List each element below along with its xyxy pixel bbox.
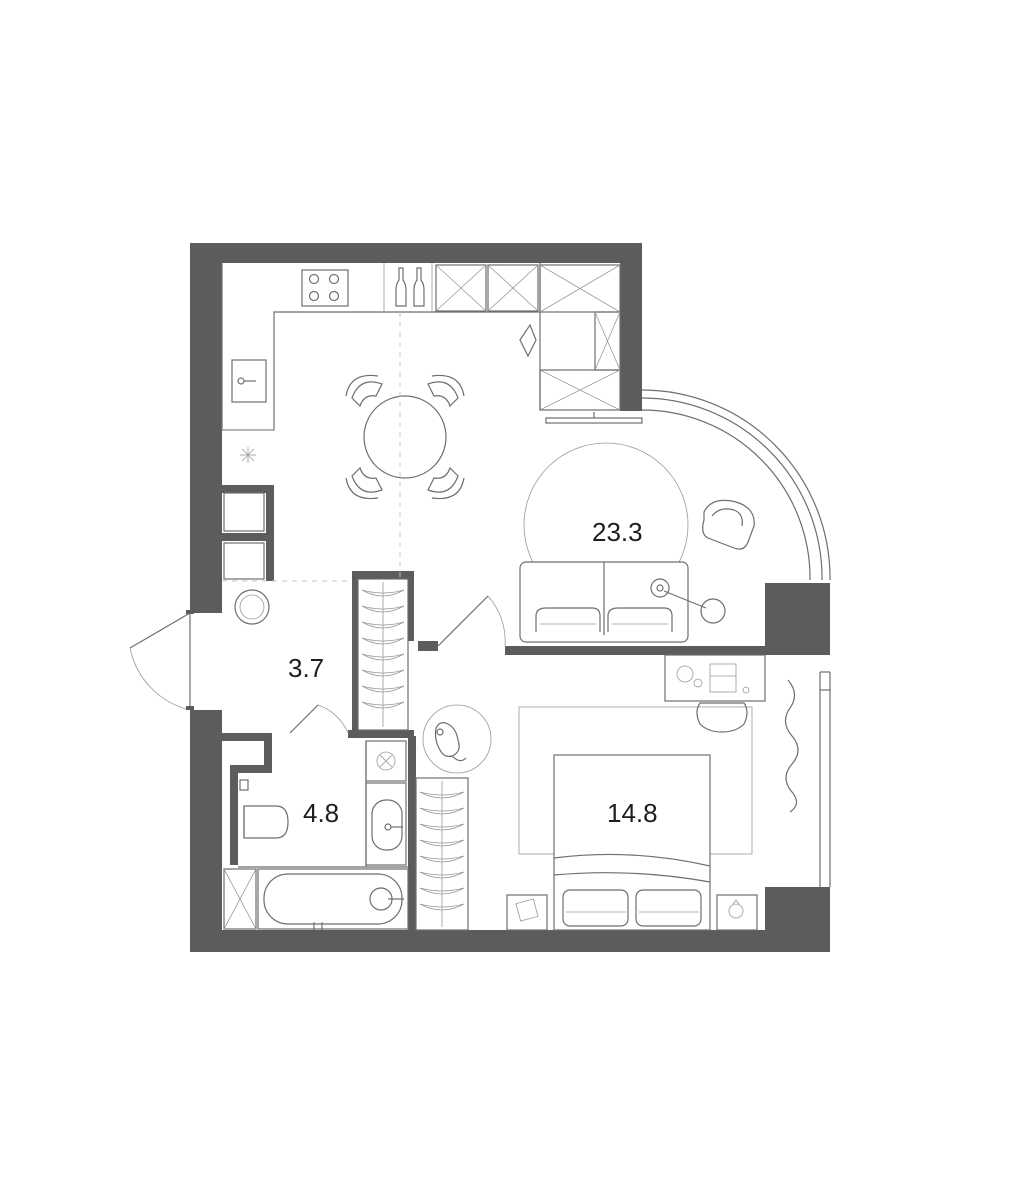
- hallway: [129, 578, 409, 734]
- wall-right-pillar-lower: [765, 887, 830, 952]
- door-bathroom: [289, 704, 349, 734]
- wall-left-upper: [190, 243, 222, 613]
- bath-wall-left-inner: [230, 773, 238, 865]
- pet-bed-icon: [422, 704, 492, 774]
- tv-icon: [545, 412, 643, 424]
- wall-wardrobe-frame: [352, 571, 414, 579]
- door-living: [437, 595, 506, 647]
- monitor-icon: [709, 663, 737, 693]
- book-icon: [515, 898, 539, 922]
- area-label-bathroom: 4.8: [303, 798, 339, 828]
- wall-bath-shaft-bottom: [230, 765, 272, 773]
- wall-top: [190, 243, 642, 263]
- bedroom-wardrobe: [415, 777, 469, 931]
- washbasin-icon: [365, 782, 407, 866]
- walls: [190, 243, 830, 952]
- hall-wardrobe: [357, 578, 409, 731]
- sink-cabinet: [231, 359, 267, 403]
- bedroom: [415, 654, 799, 931]
- entrance-door: [129, 610, 194, 711]
- fridge-icon: [240, 447, 256, 463]
- wall-partition-stub: [418, 641, 438, 651]
- kitchen: [221, 263, 643, 582]
- nightstand-right: [716, 894, 758, 931]
- pillow-right: [635, 889, 702, 927]
- area-label-bedroom: 14.8: [607, 798, 658, 828]
- curtain-icon: [784, 679, 799, 813]
- faucet-icon: [237, 377, 245, 385]
- chair-bottom-right: [427, 466, 465, 500]
- wall-wardrobe-right: [408, 571, 414, 641]
- living-area: [437, 442, 755, 647]
- desk-lamp-icon: [676, 665, 694, 683]
- wall-bath-shaft: [264, 733, 272, 773]
- cooktop-icon: [301, 269, 349, 307]
- desk: [664, 654, 766, 733]
- curved-window-inner: [641, 409, 811, 581]
- desk-chair-icon: [696, 702, 748, 733]
- cabinet-top-1: [223, 492, 265, 532]
- wall-left-lower: [190, 710, 222, 952]
- wall-partition-vertical: [408, 736, 416, 952]
- pillow-left: [562, 889, 629, 927]
- wall-column-1: [222, 485, 274, 493]
- floor-lamp-icon: [650, 578, 726, 624]
- wall-bottom: [190, 930, 830, 952]
- chair-top-right: [427, 374, 465, 408]
- double-bed: [553, 754, 711, 931]
- wardrobe-corner: [519, 264, 621, 411]
- wall-top-right: [620, 243, 642, 411]
- bottles-icon: [395, 267, 425, 307]
- area-label-hallway: 3.7: [288, 653, 324, 683]
- cabinet-top-2: [223, 542, 265, 580]
- wall-column-3: [222, 533, 274, 541]
- wall-right-pillar-upper: [765, 583, 830, 655]
- windows: [641, 389, 831, 887]
- wall-wardrobe-left: [352, 571, 358, 736]
- wall-bath-top: [222, 733, 272, 741]
- dining-table: [345, 374, 465, 500]
- clock-icon: [728, 903, 744, 919]
- shower-cabinet: [223, 868, 257, 930]
- sofa: [519, 561, 689, 643]
- upper-cabinets: [435, 264, 539, 312]
- toilet-icon: [239, 779, 289, 839]
- chair-top-left: [345, 374, 383, 408]
- area-label-living-kitchen: 23.3: [592, 517, 643, 547]
- washing-machine-icon: [365, 740, 407, 782]
- chair-bottom-left: [345, 466, 383, 500]
- curved-window-outer: [641, 389, 831, 581]
- bathroom: [223, 740, 409, 930]
- wall-bath-door-jamb: [348, 730, 414, 738]
- curved-window-mid: [641, 397, 823, 581]
- armchair-icon: [702, 499, 755, 550]
- wall-partition-horizontal: [505, 646, 767, 655]
- nightstand-left: [506, 894, 548, 931]
- bathtub-icon: [257, 868, 409, 930]
- coat-rack-icon: [234, 589, 270, 625]
